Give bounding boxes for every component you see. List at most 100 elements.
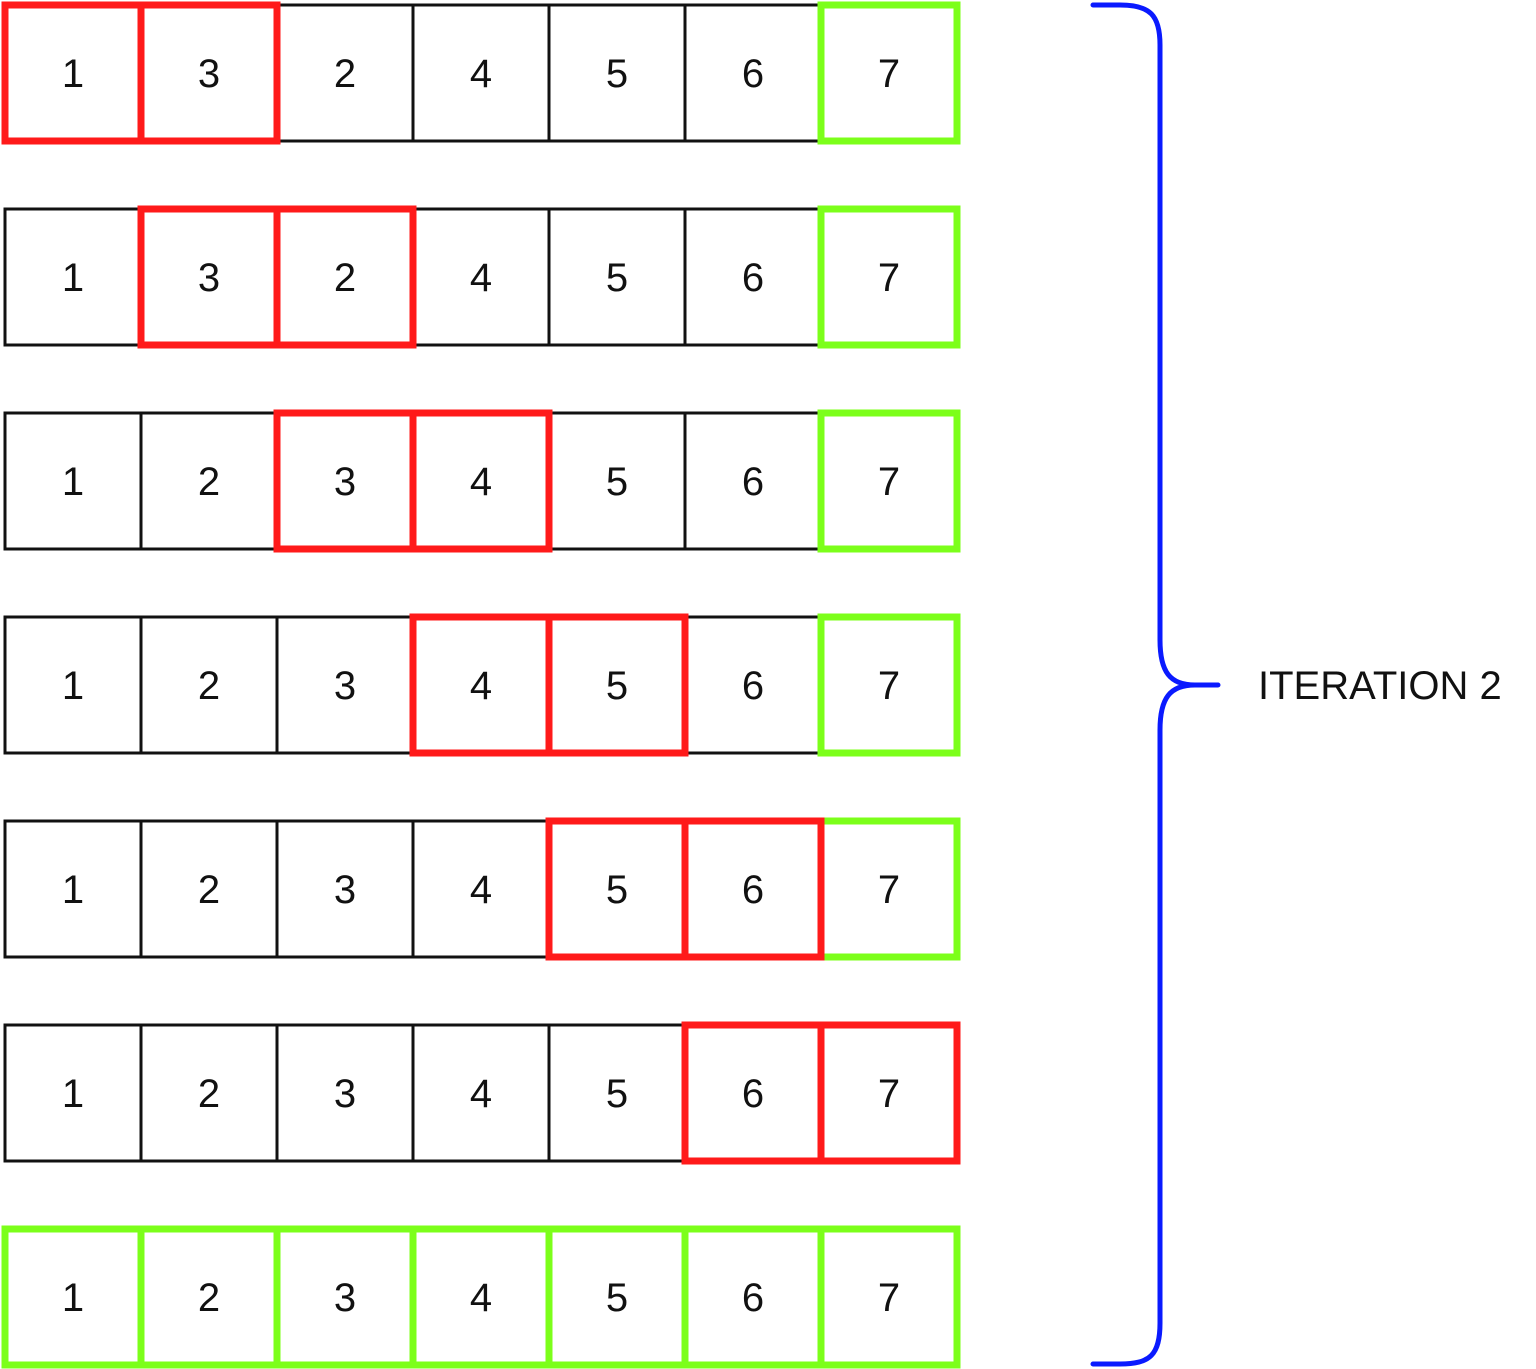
- array-cell: [3, 411, 143, 551]
- cell-value: 5: [606, 1276, 628, 1320]
- cell-value: 3: [334, 664, 356, 708]
- cell-value: 1: [62, 460, 84, 504]
- cell-value: 5: [606, 256, 628, 300]
- cell-value: 3: [198, 52, 220, 96]
- array-cell: [411, 819, 551, 959]
- cell-value: 5: [606, 460, 628, 504]
- cell-value: 6: [742, 1072, 764, 1116]
- sorted-cell-outline: [817, 1225, 961, 1369]
- cell-value: 1: [62, 868, 84, 912]
- cell-value: 6: [742, 1276, 764, 1320]
- cell-value: 5: [606, 1072, 628, 1116]
- array-cell: [3, 615, 143, 755]
- iteration-label: ITERATION 2: [1258, 664, 1502, 708]
- array-cell: [139, 207, 279, 347]
- cell-value: 2: [198, 1072, 220, 1116]
- cell-value: 3: [198, 256, 220, 300]
- compare-cell-outline: [545, 613, 689, 757]
- right-curly-brace: [1090, 2, 1221, 1367]
- sorted-cell-outline: [817, 1, 961, 145]
- cell-value: 3: [334, 1276, 356, 1320]
- cell-value: 1: [62, 256, 84, 300]
- cell-value: 4: [470, 52, 492, 96]
- cell-value: 5: [606, 52, 628, 96]
- array-cell: [139, 1023, 279, 1163]
- array-row: 1 2 3 4 5 6 7: [3, 817, 961, 961]
- array-row: 1 2 3 4 5 6 7: [3, 409, 961, 553]
- cell-value: 5: [606, 868, 628, 912]
- array-cell: [683, 3, 823, 143]
- array-cell: [819, 819, 959, 959]
- compare-cell-outline: [681, 817, 825, 961]
- cell-value: 2: [198, 1276, 220, 1320]
- cell-value: 4: [470, 460, 492, 504]
- compare-cell-outline: [137, 1, 281, 145]
- array-cell: [683, 207, 823, 347]
- array-cell: [3, 1227, 143, 1367]
- cell-value: 2: [334, 52, 356, 96]
- cell-value: 6: [742, 256, 764, 300]
- array-row: 1 2 3 4 5 6 7: [1, 1225, 961, 1369]
- cell-value: 1: [62, 664, 84, 708]
- array-cell: [547, 1023, 687, 1163]
- cell-value: 3: [334, 460, 356, 504]
- array-cell: [411, 1023, 551, 1163]
- cell-value: 4: [470, 664, 492, 708]
- array-rows: 1 3 2 4 5 6 7 1 3 2 4 5 6 7 1 2 3 4 5 6 7 1 2 3 4 5 6 7 1 2 3 4 5 6 7 1 2 3 4 5…: [1, 1, 961, 1369]
- cell-value: 6: [742, 868, 764, 912]
- cell-value: 1: [62, 1072, 84, 1116]
- cell-value: 3: [334, 1072, 356, 1116]
- array-cell: [275, 1023, 415, 1163]
- array-cell: [683, 411, 823, 551]
- array-cell: [3, 3, 143, 143]
- array-cell: [275, 3, 415, 143]
- array-cell: [3, 1023, 143, 1163]
- cell-value: 4: [470, 1072, 492, 1116]
- array-cell: [547, 3, 687, 143]
- cell-value: 4: [470, 1276, 492, 1320]
- array-cell: [547, 411, 687, 551]
- array-row: 1 3 2 4 5 6 7: [1, 1, 961, 145]
- cell-value: 2: [334, 256, 356, 300]
- cell-value: 2: [198, 868, 220, 912]
- cell-value: 6: [742, 52, 764, 96]
- array-cell: [683, 615, 823, 755]
- sorted-cell-outline: [817, 205, 961, 349]
- compare-cell-outline: [409, 409, 553, 553]
- array-cell: [819, 1023, 959, 1163]
- array-cell: [411, 411, 551, 551]
- cell-value: 4: [470, 868, 492, 912]
- array-cell: [411, 1227, 551, 1367]
- sorted-cell-outline: [817, 409, 961, 553]
- cell-value: 2: [198, 460, 220, 504]
- cell-value: 7: [878, 256, 900, 300]
- cell-value: 2: [198, 664, 220, 708]
- cell-value: 7: [878, 868, 900, 912]
- cell-value: 7: [878, 460, 900, 504]
- array-cell: [139, 411, 279, 551]
- cell-value: 7: [878, 52, 900, 96]
- array-cell: [139, 3, 279, 143]
- array-cell: [547, 207, 687, 347]
- cell-value: 7: [878, 1072, 900, 1116]
- cell-value: 1: [62, 1276, 84, 1320]
- cell-value: 6: [742, 460, 764, 504]
- cell-value: 4: [470, 256, 492, 300]
- array-row: 1 3 2 4 5 6 7: [3, 205, 961, 349]
- cell-value: 6: [742, 664, 764, 708]
- cell-value: 3: [334, 868, 356, 912]
- array-row: 1 2 3 4 5 6 7: [3, 1021, 961, 1165]
- array-cell: [683, 1227, 823, 1367]
- cell-value: 7: [878, 1276, 900, 1320]
- compare-cell-outline: [273, 205, 417, 349]
- array-cell: [139, 819, 279, 959]
- sorted-cell-outline: [817, 613, 961, 757]
- cell-value: 7: [878, 664, 900, 708]
- cell-value: 1: [62, 52, 84, 96]
- array-cell: [275, 615, 415, 755]
- array-cell: [275, 411, 415, 551]
- cell-value: 5: [606, 664, 628, 708]
- compare-cell-outline: [817, 1021, 961, 1165]
- array-row: 1 2 3 4 5 6 7: [3, 613, 961, 757]
